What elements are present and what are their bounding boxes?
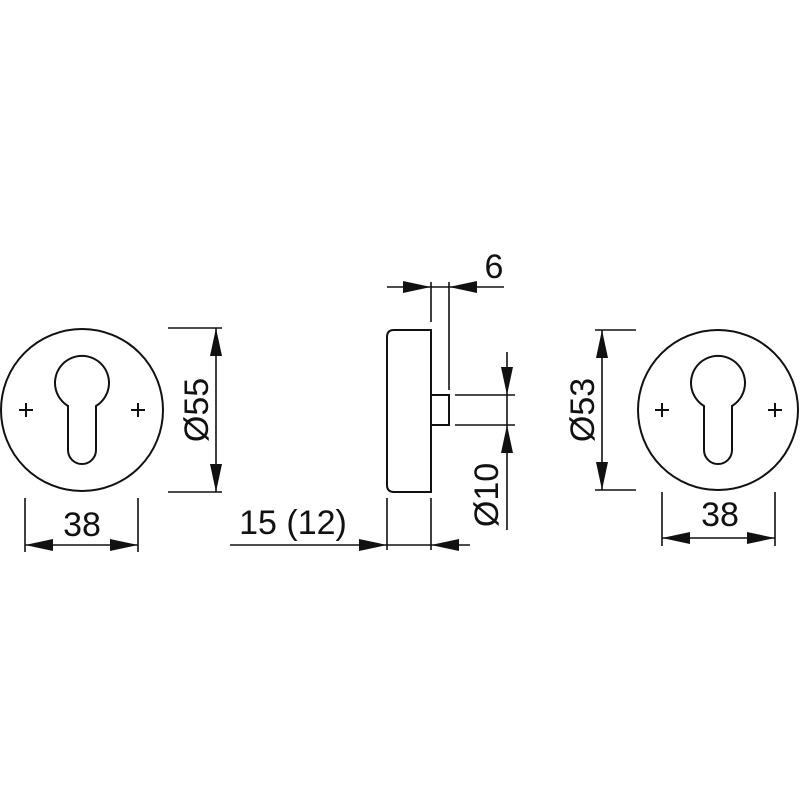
right-rosette-outline xyxy=(637,329,799,491)
right-rosette-front-view xyxy=(637,329,799,491)
side-view xyxy=(386,329,450,493)
rosette-profile xyxy=(386,329,432,493)
left-rosette-outline xyxy=(0,328,164,492)
right-width-dimension: 38 xyxy=(661,492,776,546)
left-diameter-label: Ø55 xyxy=(178,378,216,442)
right-screw-mark-1 xyxy=(655,403,669,417)
thickness-dimension: 6 xyxy=(387,248,504,390)
right-width-label: 38 xyxy=(701,496,739,534)
left-screw-mark-1 xyxy=(19,403,33,417)
pin-diameter-label: Ø10 xyxy=(468,463,506,527)
left-diameter-dimension: Ø55 xyxy=(168,327,222,493)
left-width-label: 38 xyxy=(63,506,101,544)
right-diameter-dimension: Ø53 xyxy=(564,329,636,491)
right-diameter-label: Ø53 xyxy=(564,378,602,442)
left-screw-mark-2 xyxy=(131,403,145,417)
left-width-dimension: 38 xyxy=(24,498,139,552)
left-rosette-front-view xyxy=(0,328,164,492)
right-screw-mark-2 xyxy=(768,403,782,417)
depth-label: 15 (12) xyxy=(239,504,347,542)
left-keyhole xyxy=(54,354,110,465)
pin-profile xyxy=(430,394,450,426)
right-keyhole xyxy=(690,354,746,465)
depth-dimension: 15 (12) xyxy=(230,498,470,551)
pin-diameter-dimension: Ø10 xyxy=(455,352,515,530)
thickness-label: 6 xyxy=(485,248,504,286)
